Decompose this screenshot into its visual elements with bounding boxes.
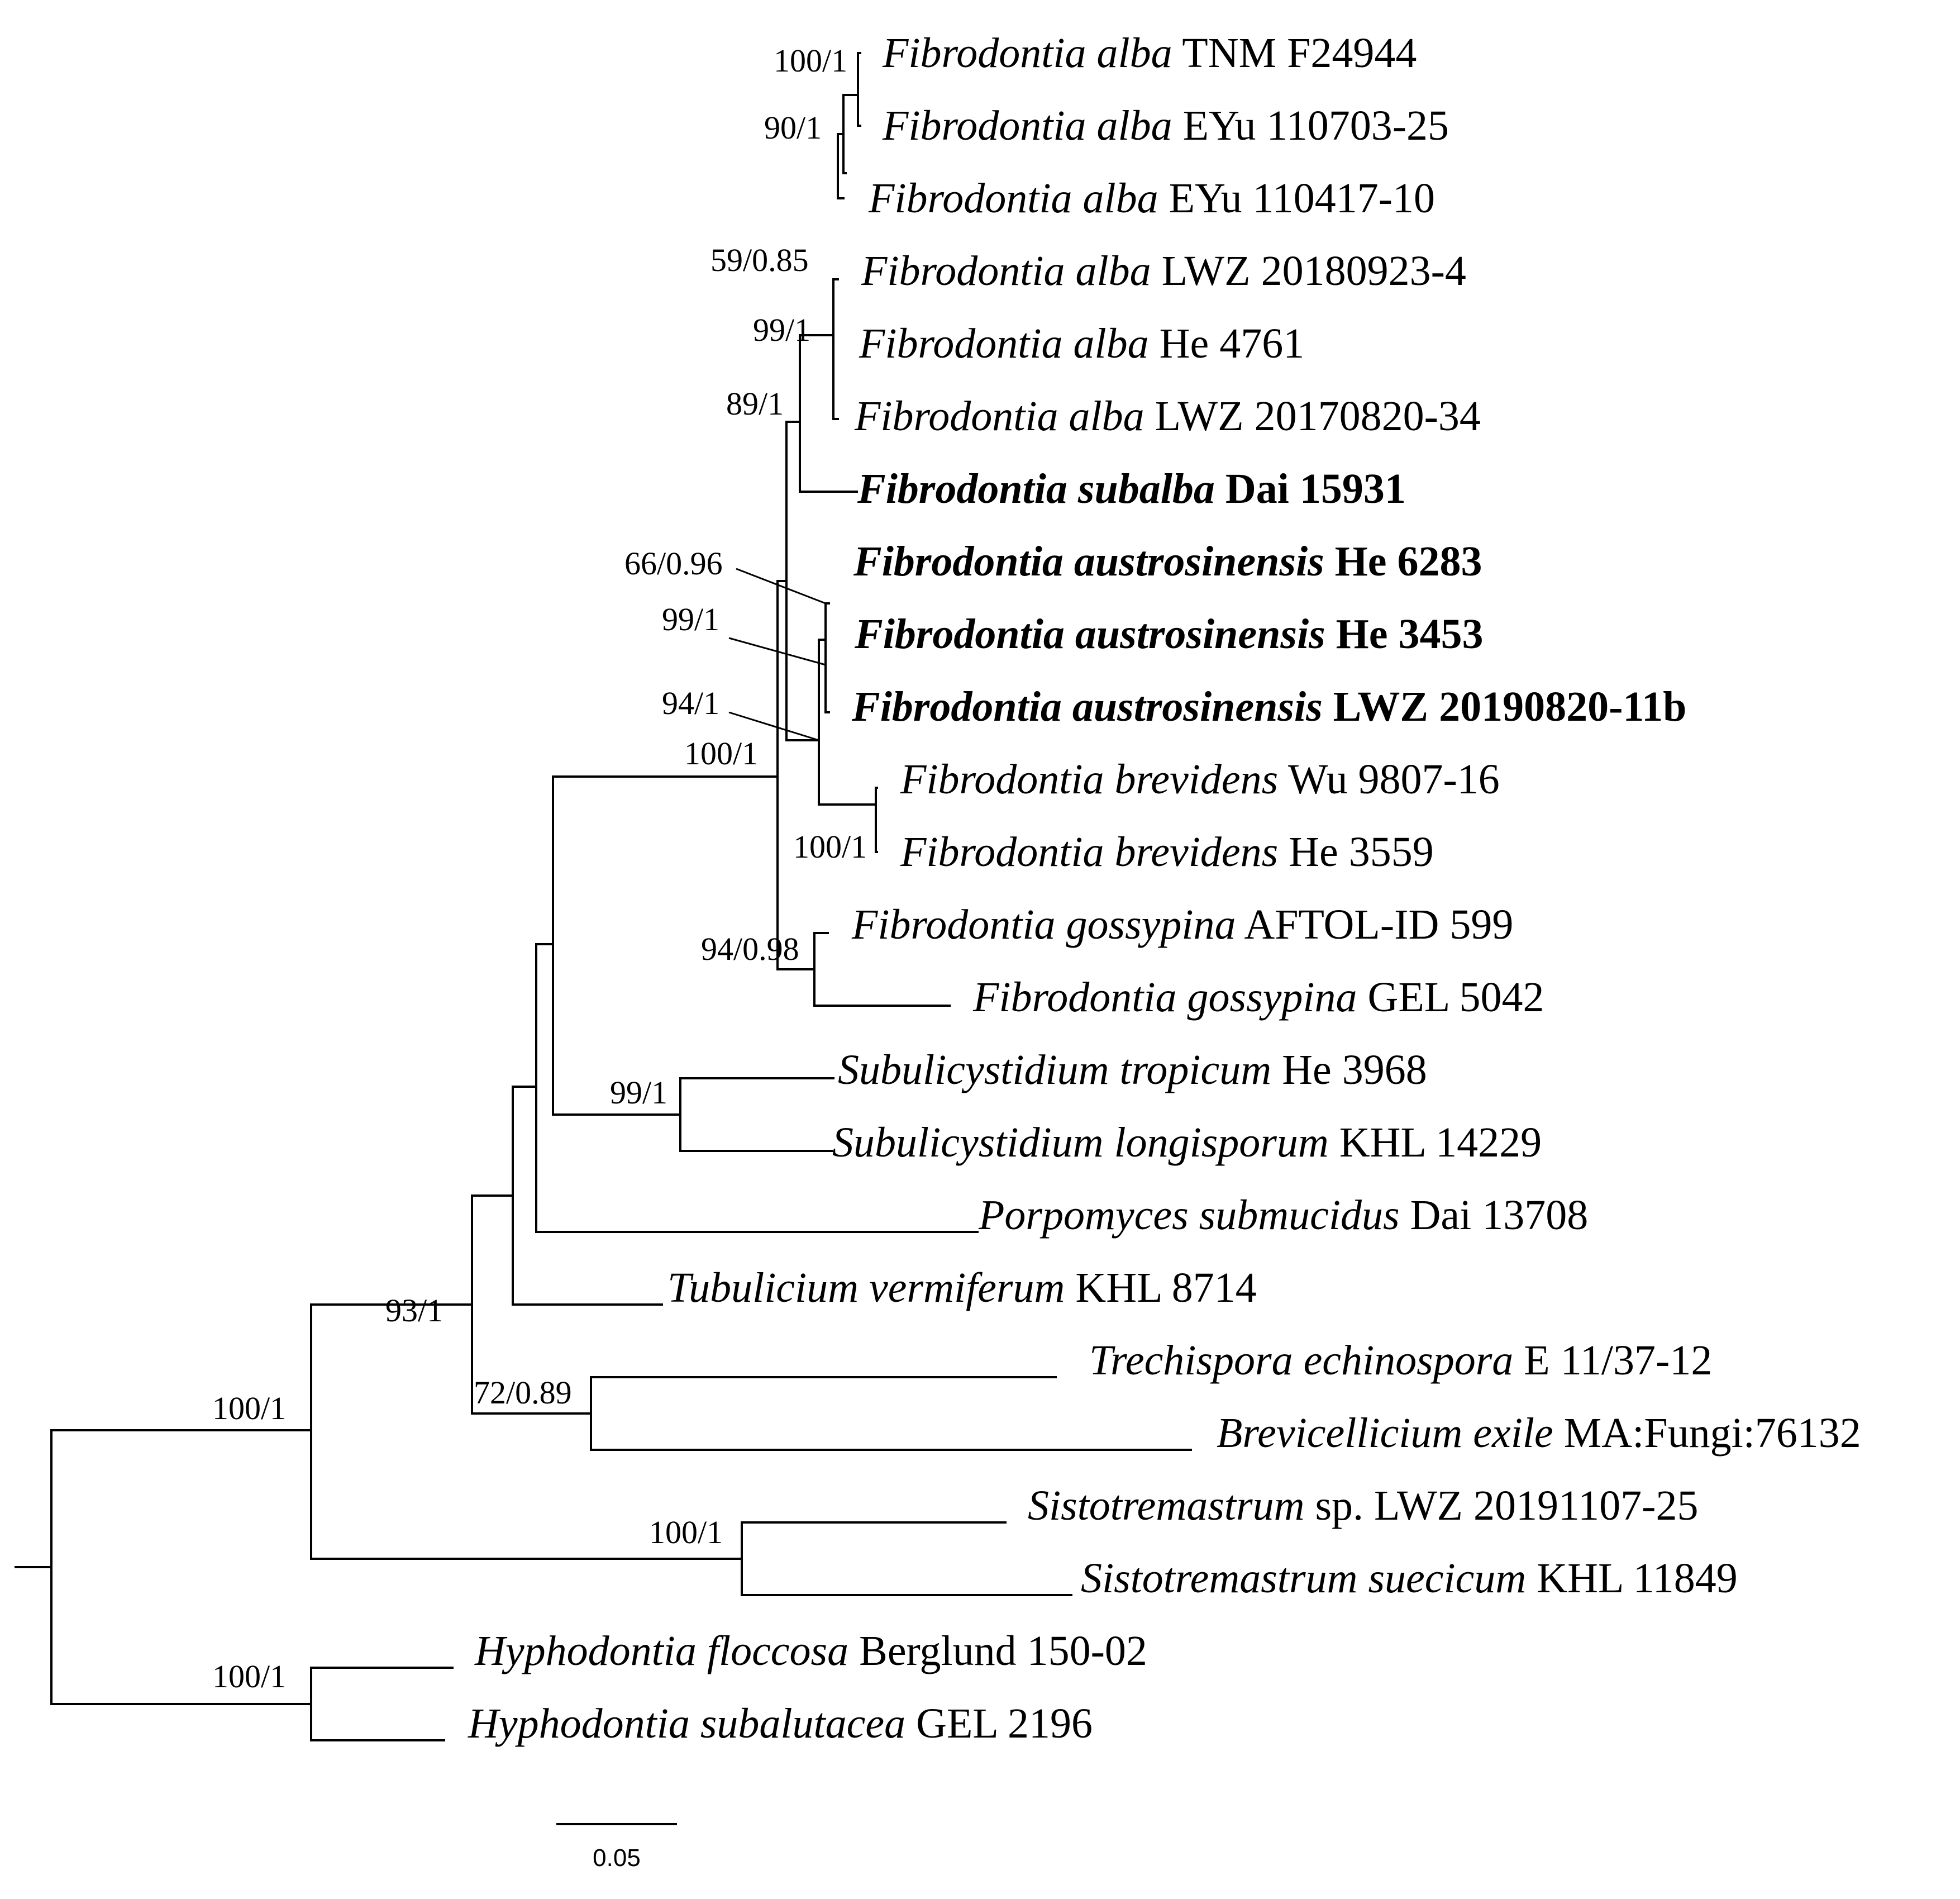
support-label: 72/0.89 — [474, 1374, 572, 1411]
taxon-label: Fibrodontia alba He 4761 — [859, 320, 1304, 367]
support-label: 100/1 — [684, 735, 758, 772]
support-label: 90/1 — [764, 110, 822, 146]
taxon-label: Tubulicium vermiferum KHL 8714 — [667, 1264, 1257, 1311]
taxon-label: Hyphodontia subalutacea GEL 2196 — [468, 1700, 1093, 1747]
support-values: 100/1 90/1 59/0.85 99/1 89/1 66/0.96 99/… — [212, 42, 867, 1695]
taxon-label: Fibrodontia alba EYu 110703-25 — [882, 102, 1449, 149]
taxon-label: Fibrodontia alba EYu 110417-10 — [868, 175, 1435, 222]
support-label: 100/1 — [649, 1514, 723, 1550]
taxon-labels: Fibrodontia alba TNM F24944 Fibrodontia … — [468, 30, 1861, 1747]
scale-bar-label: 0.05 — [593, 1844, 641, 1872]
taxon-label: Fibrodontia alba TNM F24944 — [882, 30, 1417, 77]
support-label: 100/1 — [793, 829, 867, 865]
support-label: 100/1 — [774, 42, 847, 79]
support-label: 89/1 — [726, 385, 784, 422]
support-label: 94/0.98 — [701, 931, 799, 967]
taxon-label: Porpomyces submucidus Dai 13708 — [978, 1192, 1588, 1239]
support-label: 100/1 — [212, 1390, 286, 1426]
taxon-label: Fibrodontia austrosinensis He 6283 — [853, 538, 1482, 585]
support-label: 59/0.85 — [710, 242, 809, 278]
taxon-label: Fibrodontia austrosinensis LWZ 20190820-… — [851, 683, 1686, 730]
taxon-label: Subulicystidium longisporum KHL 14229 — [832, 1119, 1542, 1166]
support-label: 99/1 — [753, 312, 810, 348]
support-label: 99/1 — [610, 1074, 667, 1111]
taxon-label: Fibrodontia subalba Dai 15931 — [857, 465, 1406, 512]
taxon-label: Fibrodontia austrosinensis He 3453 — [854, 611, 1484, 658]
tree-branches — [15, 52, 1192, 1741]
support-label: 94/1 — [662, 685, 719, 721]
taxon-label: Subulicystidium tropicum He 3968 — [838, 1046, 1427, 1093]
taxon-label: Fibrodontia brevidens He 3559 — [900, 829, 1434, 875]
taxon-label: Fibrodontia gossypina GEL 5042 — [972, 974, 1544, 1021]
support-label: 99/1 — [662, 601, 719, 637]
taxon-label: Fibrodontia brevidens Wu 9807-16 — [900, 756, 1500, 803]
support-label: 100/1 — [212, 1658, 286, 1695]
support-label: 66/0.96 — [624, 545, 723, 582]
taxon-label: Sistotremastrum sp. LWZ 20191107-25 — [1028, 1482, 1698, 1529]
taxon-label: Sistotremastrum suecicum KHL 11849 — [1081, 1555, 1738, 1602]
taxon-label: Hyphodontia floccosa Berglund 150-02 — [474, 1627, 1147, 1674]
taxon-label: Trechispora echinospora E 11/37-12 — [1089, 1337, 1712, 1384]
support-label: 93/1 — [385, 1292, 443, 1329]
support-leaders — [728, 568, 826, 741]
scale-bar: 0.05 — [556, 1823, 677, 1872]
taxon-label: Brevicellicium exile MA:Fungi:76132 — [1217, 1410, 1861, 1457]
taxon-label: Fibrodontia alba LWZ 20170820-34 — [854, 393, 1481, 440]
taxon-label: Fibrodontia alba LWZ 20180923-4 — [861, 248, 1466, 294]
taxon-label: Fibrodontia gossypina AFTOL-ID 599 — [851, 901, 1513, 948]
